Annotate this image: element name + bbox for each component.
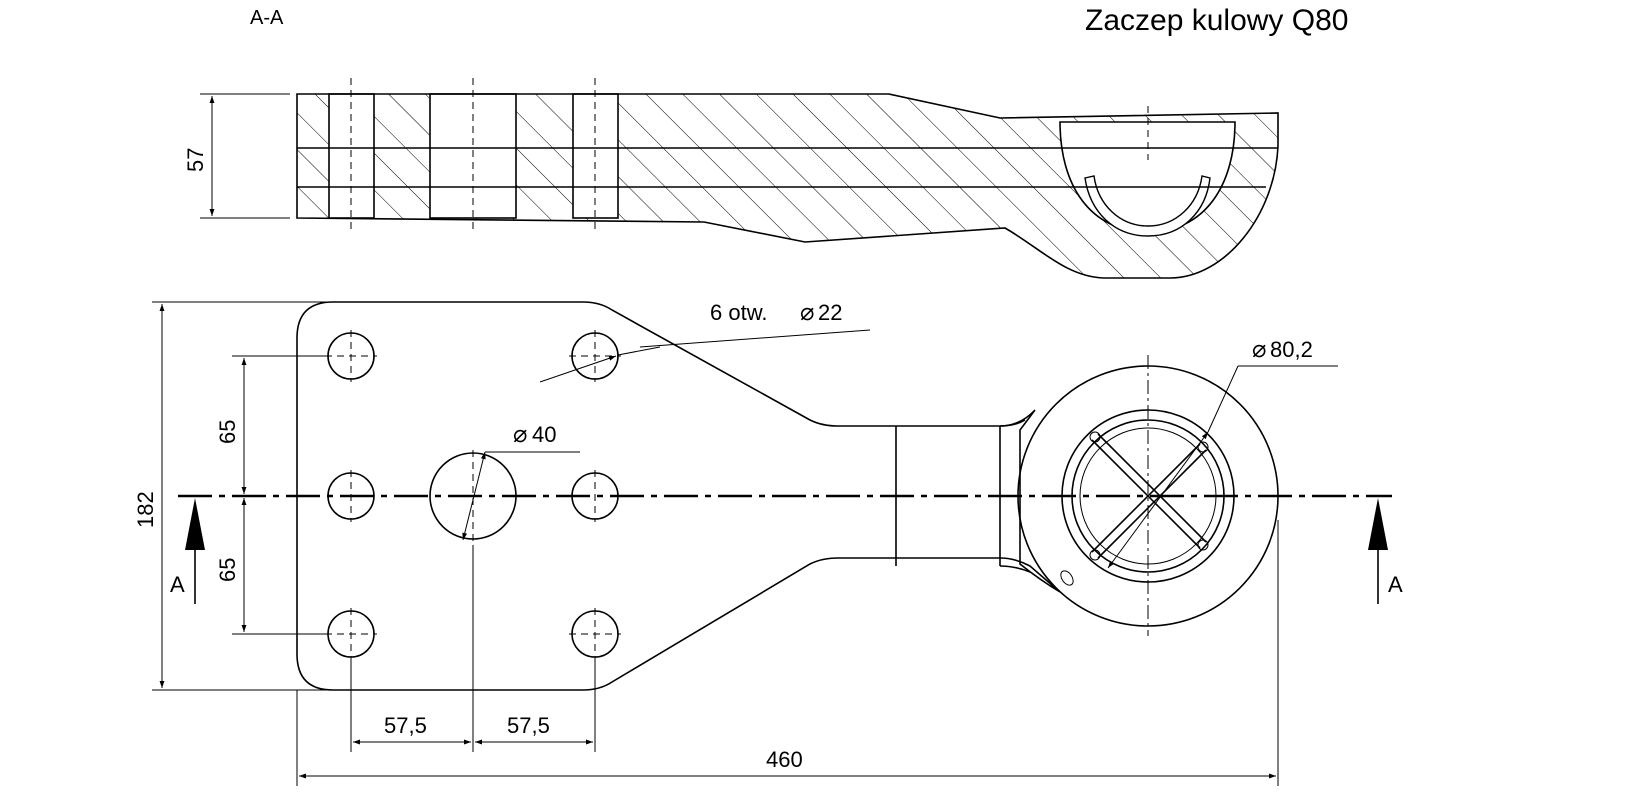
dim-hole-spacing-lower: 65 [215,558,240,582]
dim-hole-spacing-upper: 65 [215,420,240,444]
dim-hole-pitch-right: 57,5 [507,713,550,738]
section-arrow-left: A [170,498,205,604]
note-center-hole-diameter: 40 [532,422,556,447]
dim-total-height: 182 [133,491,158,528]
ball-socket-insert [1084,175,1211,237]
section-label: A-A [250,7,284,29]
hitch-outline [296,301,1061,691]
note-holes-count: 6 otw. [710,300,767,325]
note-holes-symbol: ⌀ [800,299,814,326]
dim-total-length: 460 [766,747,803,772]
dim-thickness: 57 [183,148,208,172]
section-view: 57 [183,78,1279,279]
pin-hole [1060,570,1074,586]
note-holes-diameter: 22 [818,300,842,325]
note-ball-symbol: ⌀ [1252,336,1266,363]
section-arrow-label-right: A [1388,572,1403,597]
drawing-title: Zaczep kulowy Q80 [1085,4,1348,37]
dimensions-plan: 182 65 65 57,5 57,5 460 6 otw. ⌀ 22 ⌀ 40 [133,299,1338,786]
dim-hole-pitch-left: 57,5 [384,713,427,738]
section-arrow-label-left: A [170,572,185,597]
section-arrow-right: A [1368,498,1403,604]
note-center-hole-symbol: ⌀ [513,421,527,448]
section-outline [296,93,1279,279]
note-ball-diameter: 80,2 [1270,337,1313,362]
plan-view [178,301,1392,691]
